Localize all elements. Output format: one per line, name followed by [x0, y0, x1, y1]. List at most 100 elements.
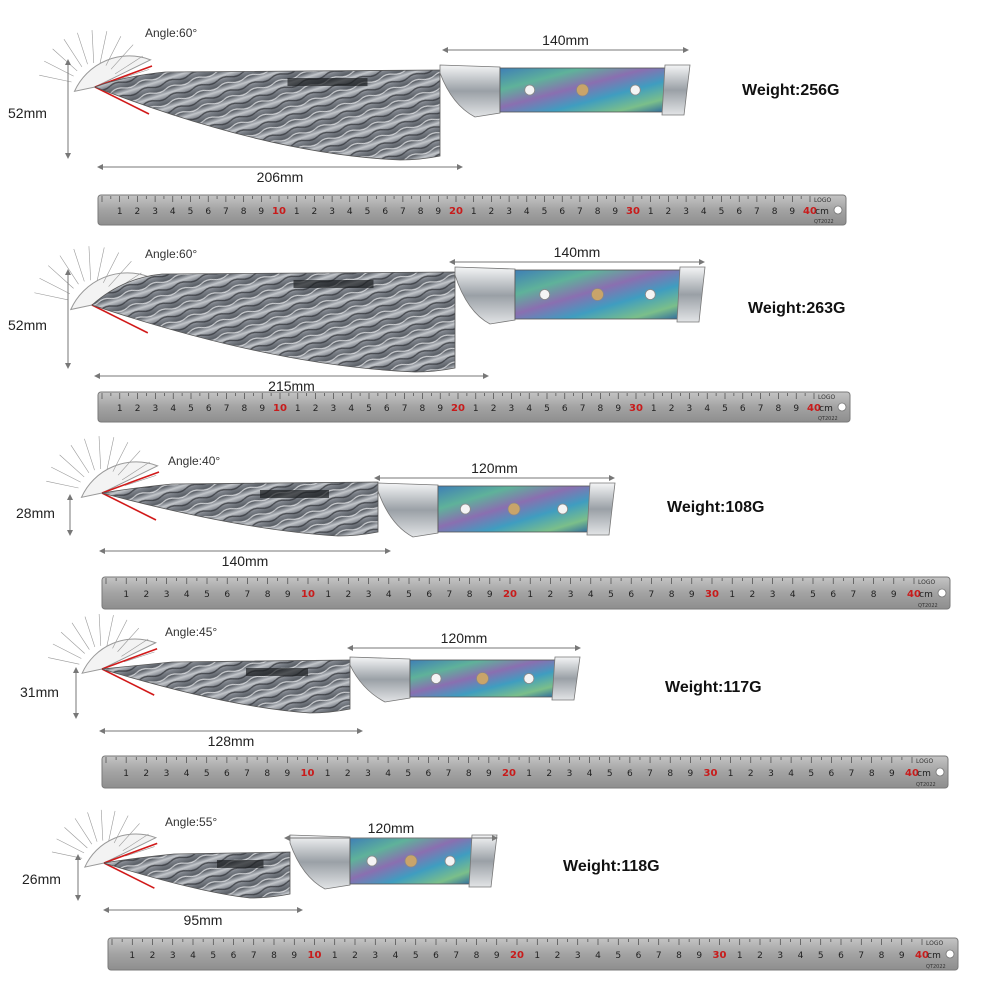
ruler-decade-label: 20 [451, 403, 465, 414]
ruler-digit-label: 6 [384, 404, 390, 414]
ruler-digit-label: 1 [737, 951, 743, 961]
ruler-digit-label: 6 [433, 951, 439, 961]
protractor-tick [99, 31, 108, 64]
protractor-tick [84, 438, 95, 471]
ruler-digit-label: 9 [259, 404, 265, 414]
rivet-icon [644, 289, 656, 300]
protractor-tick [46, 480, 79, 489]
handle-length-label: 120mm [441, 630, 488, 646]
angle-line-upper [101, 471, 160, 494]
weight-label: Weight:263G [748, 300, 846, 317]
ruler-digit-label: 6 [838, 951, 844, 961]
height-label: 28mm [16, 505, 55, 521]
ruler-decade-label: 30 [629, 403, 643, 414]
ruler-digit-label: 5 [808, 769, 814, 779]
ruler-digit-label: 3 [372, 951, 378, 961]
ruler-digit-label: 9 [891, 590, 897, 600]
ruler-digit-label: 6 [205, 207, 211, 217]
ruler-digit-label: 3 [777, 951, 783, 961]
ruler-digit-label: 4 [704, 404, 710, 414]
protractor-tick [71, 622, 90, 650]
ruler-digit-label: 6 [636, 951, 642, 961]
ruler-decade-label: 40 [807, 403, 821, 414]
ruler-digit-label: 8 [241, 207, 247, 217]
protractor-tick [87, 812, 98, 842]
ruler-digit-label: 8 [676, 951, 682, 961]
ruler-model-label: QT2022 [818, 416, 838, 422]
ruler-decade-label: 40 [915, 950, 929, 961]
ruler-digit-label: 9 [615, 404, 621, 414]
mosaic-rivet-icon [591, 288, 604, 301]
blade-length-label: 128mm [208, 733, 255, 749]
ruler-digit-label: 6 [382, 207, 388, 217]
ruler-decade-label: 40 [905, 768, 919, 779]
weight-label: Weight:256G [742, 82, 840, 99]
angle-line-upper [103, 842, 158, 864]
protractor-tick [121, 638, 149, 657]
ruler-digit-label: 8 [467, 590, 473, 600]
protractor-tick [48, 657, 80, 665]
angle-label: Angle:45° [165, 625, 217, 639]
ruler-digit-label: 8 [264, 769, 270, 779]
protractor-icon [48, 613, 158, 696]
protractor-tick [117, 69, 150, 80]
handle-end-cap [661, 64, 691, 116]
rivet-icon [557, 503, 569, 515]
ruler-digit-label: 8 [466, 769, 472, 779]
ruler-digit-label: 7 [580, 404, 586, 414]
ruler-digit-label: 4 [386, 590, 392, 600]
ruler-unit-label: cm [815, 207, 829, 217]
ruler-digit-label: 3 [153, 404, 159, 414]
protractor-tick [106, 437, 115, 470]
ruler-digit-label: 4 [170, 404, 176, 414]
ruler-digit-label: 4 [588, 590, 594, 600]
ruler-digit-label: 4 [190, 951, 196, 961]
protractor-icon [51, 809, 158, 889]
ruler-digit-label: 3 [687, 404, 693, 414]
ruler-digit-label: 7 [758, 404, 764, 414]
protractor-tick [59, 255, 79, 285]
rivet-icon [459, 503, 471, 515]
protractor-tick [84, 616, 96, 648]
ruler-digit-label: 1 [325, 769, 331, 779]
ruler-decade-label: 10 [272, 206, 286, 217]
ruler-digit-label: 8 [667, 769, 673, 779]
ruler-logo-label: LOGO [918, 579, 936, 586]
ruler-digit-label: 2 [489, 207, 495, 217]
ruler-decade-label: 30 [704, 768, 718, 779]
damascus-blade [103, 851, 291, 899]
ruler-digit-label: 5 [365, 207, 371, 217]
ruler-digit-label: 8 [418, 207, 424, 217]
ruler-digit-label: 1 [648, 207, 654, 217]
ruler-digit-label: 8 [879, 951, 885, 961]
ruler-digit-label: 6 [829, 769, 835, 779]
protractor-tick [70, 445, 90, 474]
ruler-digit-label: 9 [435, 207, 441, 217]
ruler-decade-label: 30 [713, 950, 727, 961]
ruler-digit-label: 6 [562, 404, 568, 414]
ruler-digit-label: 1 [534, 951, 540, 961]
ruler-digit-label: 9 [487, 590, 493, 600]
protractor-tick [105, 36, 122, 66]
ruler-digit-label: 7 [577, 207, 583, 217]
ruler-digit-label: 5 [188, 207, 194, 217]
protractor-body [73, 55, 152, 93]
ruler-digit-label: 3 [509, 404, 515, 414]
handle-end-cap [468, 834, 498, 888]
ruler-decade-label: 20 [502, 768, 516, 779]
ruler-digit-label: 1 [117, 404, 123, 414]
ruler-digit-label: 4 [184, 590, 190, 600]
protractor-tick [52, 48, 78, 72]
ruler-digit-label: 9 [687, 769, 693, 779]
ruler-digit-label: 4 [788, 769, 794, 779]
ruler-digit-label: 7 [224, 404, 230, 414]
ruler-digit-label: 7 [244, 769, 250, 779]
ruler-digit-label: 9 [696, 951, 702, 961]
ruler-digit-label: 5 [722, 404, 728, 414]
